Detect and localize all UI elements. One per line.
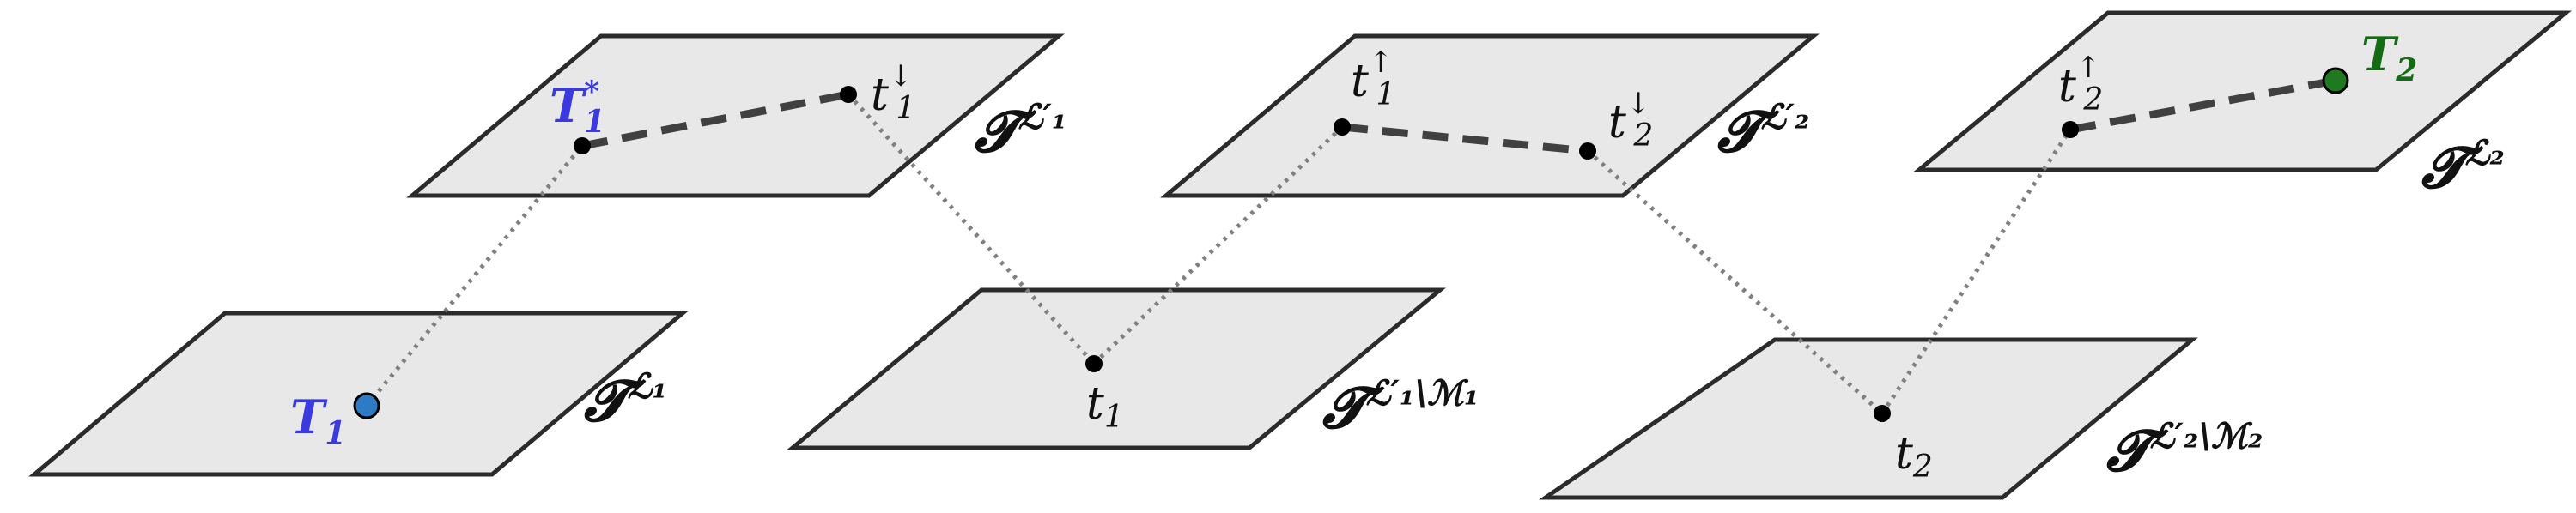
point-t1down bbox=[840, 86, 857, 103]
label-T1star: T*1 bbox=[550, 75, 605, 140]
plane-L2prime bbox=[1160, 33, 1820, 198]
point-t2 bbox=[1874, 405, 1891, 422]
plane-label-L2: 𝓣ℒ₂ bbox=[2421, 133, 2505, 201]
plane-label-L1: 𝓣ℒ₁ bbox=[584, 366, 667, 434]
label-T2: T2 bbox=[2361, 27, 2417, 88]
point-t2up bbox=[2062, 121, 2079, 138]
path-t1up-t2down bbox=[1341, 123, 1589, 155]
connector-t2-t2up bbox=[1880, 128, 2073, 415]
label-t2up: t↑2 bbox=[2058, 51, 2103, 118]
connector-t1down-t1 bbox=[847, 93, 1096, 365]
plane-L1prime-minus-M1 bbox=[787, 287, 1446, 450]
point-t1 bbox=[1085, 355, 1103, 372]
plane-L1 bbox=[28, 311, 689, 477]
point-T1 bbox=[353, 392, 380, 419]
label-t1up: t↑1 bbox=[1351, 45, 1395, 112]
label-t2down: t↓2 bbox=[1608, 87, 1653, 154]
label-t1: t1 bbox=[1086, 378, 1124, 435]
point-T1star bbox=[574, 137, 591, 154]
label-t2: t2 bbox=[1895, 428, 1933, 485]
path-t2up-T2 bbox=[2069, 76, 2336, 134]
point-t1up bbox=[1334, 118, 1351, 136]
plane-L2prime-minus-M2 bbox=[1538, 337, 2198, 500]
plane-label-L2prime: 𝓣ℒ′₂ bbox=[1717, 97, 1809, 165]
plane-label-L2prime-minus-M2: 𝓣ℒ′₂\ℳ₂ bbox=[2106, 416, 2263, 484]
label-t1down: t↓1 bbox=[871, 59, 915, 126]
connector-t1-t1up bbox=[1092, 125, 1344, 365]
plane-label-L1prime: 𝓣ℒ′₁ bbox=[975, 97, 1066, 165]
path-T1star-t1down bbox=[581, 90, 849, 150]
plane-label-L1prime-minus-M1: 𝓣ℒ′₁\ℳ₁ bbox=[1322, 373, 1479, 441]
label-T1: T1 bbox=[290, 389, 346, 451]
plane-L1prime bbox=[406, 33, 1065, 198]
point-t2down bbox=[1579, 142, 1596, 160]
point-T2 bbox=[2322, 67, 2349, 94]
